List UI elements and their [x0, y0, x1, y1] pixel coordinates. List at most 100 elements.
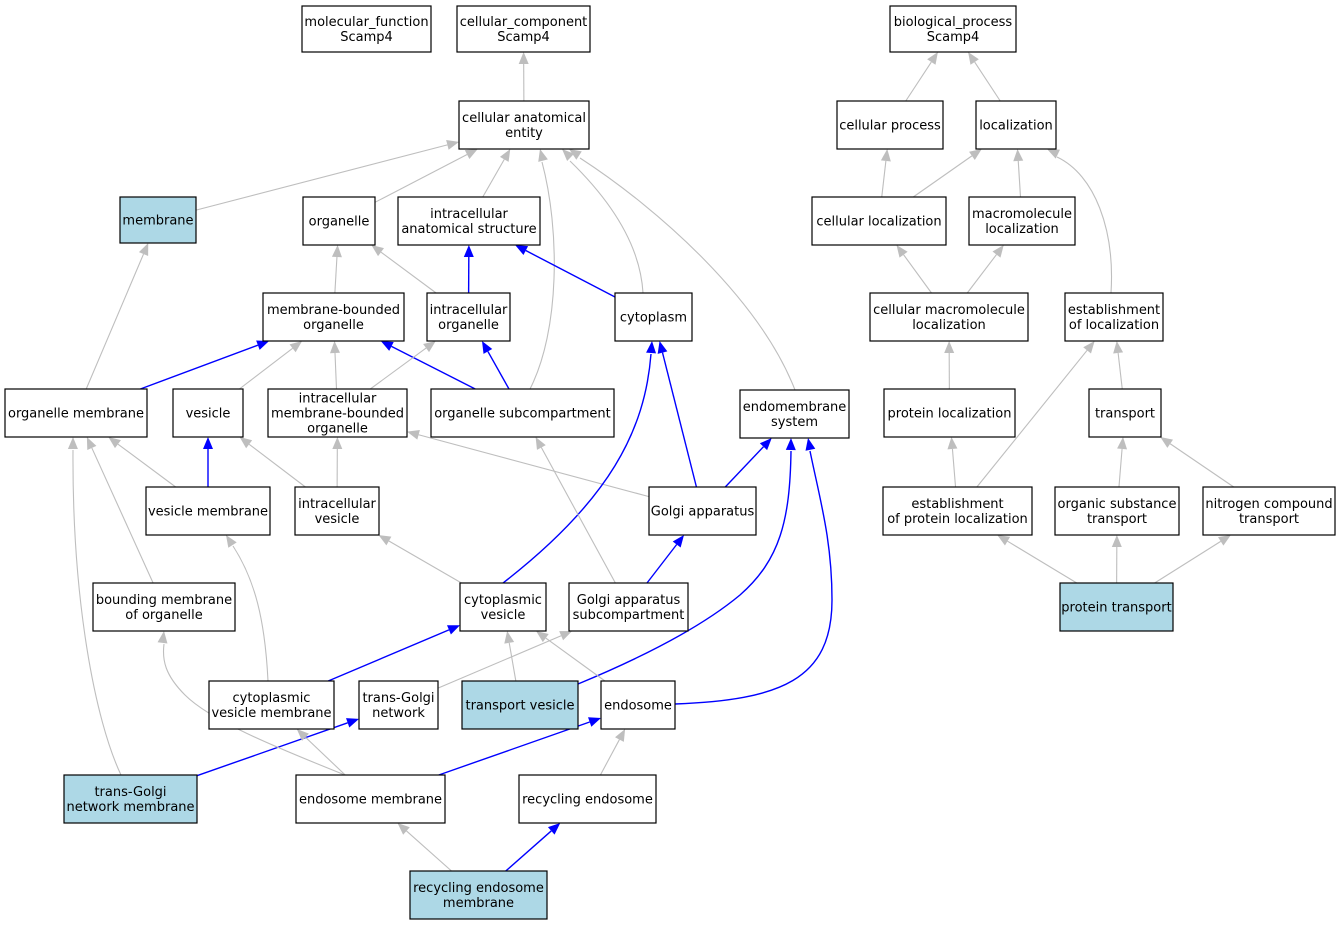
node-label-line: localization [979, 119, 1053, 134]
node-membrane[interactable]: membrane [119, 196, 197, 244]
edge-golgi-apparatus-to-cytoplasm [657, 341, 698, 488]
edge-line [724, 446, 764, 488]
edge-arrowhead [992, 245, 1004, 258]
edge-line [380, 251, 437, 294]
node-label-line: protein transport [1061, 601, 1171, 616]
edge-arrowhead [968, 52, 979, 65]
node-golgi-apparatus[interactable]: Golgi apparatus [648, 486, 757, 536]
node-box [430, 388, 615, 438]
edge-golgi-apparatus-subcompartment-to-golgi-apparatus [646, 535, 684, 584]
edge-line [903, 254, 932, 294]
edge-arrowhead [559, 631, 573, 641]
edge-endosome-membrane-to-endosome [438, 717, 601, 776]
node-cytoplasm[interactable]: cytoplasm [614, 292, 693, 342]
edge-line [1017, 160, 1022, 198]
edge-arrowhead [588, 717, 601, 727]
edge-transport-to-establishment-of-localization [1113, 341, 1124, 390]
edge-cytoplasm-to-cellular-anatomical-entity [562, 149, 644, 294]
node-label-line: intracellular [299, 392, 377, 407]
edge-arrowhead [378, 535, 392, 546]
node-transport-vesicle[interactable]: transport vesicle [461, 680, 579, 730]
node-box [92, 582, 236, 632]
edge-intracellular-organelle-to-organelle [371, 245, 437, 294]
node-organelle-subcompartment[interactable]: organelle subcompartment [430, 388, 615, 438]
node-protein-transport[interactable]: protein transport [1059, 582, 1174, 632]
node-label-line: organelle [303, 318, 364, 333]
node-endosome-membrane[interactable]: endosome membrane [295, 774, 446, 824]
node-transport[interactable]: transport [1088, 388, 1162, 438]
node-box [456, 5, 591, 53]
node-organelle-membrane[interactable]: organelle membrane [4, 388, 148, 438]
node-label-line: trans-Golgi [94, 785, 166, 800]
edge-trans-golgi-network-membrane-to-organelle-membrane [67, 437, 122, 776]
node-label-line: Scamp4 [340, 30, 393, 45]
node-label-line: cellular anatomical [462, 111, 586, 126]
node-vesicle[interactable]: vesicle [172, 388, 244, 438]
edge-arrowhead [380, 341, 394, 351]
node-label-line: of localization [1069, 318, 1159, 333]
edge-line [438, 721, 590, 776]
node-box [358, 680, 439, 730]
node-endosome[interactable]: endosome [600, 680, 676, 730]
node-label-line: transport [1095, 407, 1155, 422]
edge-arrowhead [482, 341, 493, 354]
node-vesicle-membrane[interactable]: vesicle membrane [145, 486, 271, 536]
node-organelle[interactable]: organelle [302, 196, 376, 246]
node-cellular-localization[interactable]: cellular localization [811, 196, 947, 246]
edge-line [487, 351, 510, 390]
node-label-line: endosome membrane [299, 793, 442, 808]
edge-line [545, 637, 606, 682]
edge-endosome-to-cytoplasmic-vesicle [536, 631, 606, 682]
node-box [1064, 292, 1164, 342]
node-label-line: membrane [122, 214, 193, 229]
edge-line [232, 545, 269, 682]
edge-endosome-membrane-to-bounding-membrane-of-organelle [157, 631, 346, 776]
node-label-line: transport [1087, 512, 1147, 527]
node-box [883, 388, 1016, 438]
node-box [397, 196, 541, 246]
node-localization[interactable]: localization [975, 100, 1057, 150]
node-box [458, 100, 590, 150]
edge-line [912, 155, 973, 198]
edge-protein-transport-to-nitrogen-compound-transport [1154, 535, 1231, 584]
node-box [614, 292, 693, 342]
node-box [1088, 388, 1162, 438]
edge-line [1118, 448, 1123, 488]
edge-intracellular-anatomical-structure-to-cellular-anatomical-entity [482, 149, 511, 198]
edge-arrowhead [615, 729, 626, 742]
node-recycling-endosome[interactable]: recycling endosome [518, 774, 657, 824]
edge-organelle-subcompartment-to-cellular-anatomical-entity [529, 149, 555, 390]
node-box [648, 486, 757, 536]
node-cellular-process[interactable]: cellular process [836, 100, 944, 150]
edge-intracellular-membrane-bounded-organelle-to-membrane-bounded-organelle [330, 341, 340, 390]
edge-arrowhead [646, 341, 657, 354]
node-protein-localization[interactable]: protein localization [883, 388, 1016, 438]
edge-line [482, 159, 505, 198]
node-label-line: establishment [911, 497, 1003, 512]
edge-line [1056, 156, 1113, 294]
edge-arrowhead [397, 823, 410, 835]
